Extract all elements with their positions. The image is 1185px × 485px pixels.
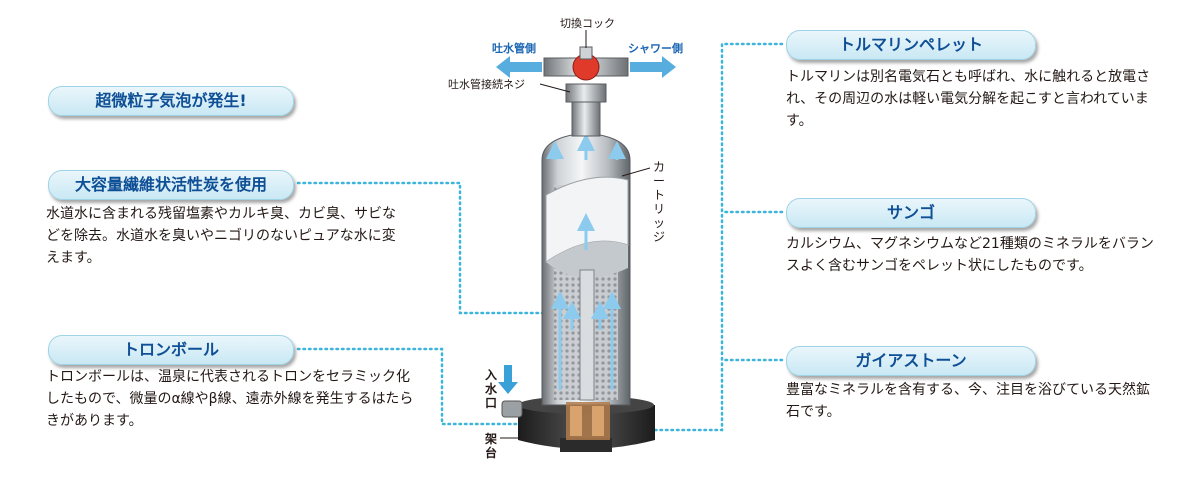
- feature-desc-gaia-stone: 豊富なミネラルを含有する、今、注目を浴びている天然鉱石です。: [786, 382, 1150, 420]
- feature-desc-activated-carbon: 水道水に含まれる残留塩素やカルキ臭、カビ臭、サビなどを除去。水道水を臭いやニゴリ…: [46, 206, 396, 266]
- feature-desc-tron-ball: トロンボールは、温泉に代表されるトロンをセラミック化したもので、微量のα線やβ線…: [46, 369, 414, 429]
- feature-title-activated-carbon: 大容量繊維状活性炭を使用: [48, 170, 294, 200]
- connector-activated-carbon: [296, 181, 560, 315]
- outlet-side-label: 吐水管側: [492, 42, 536, 55]
- feature-title-gaia-stone: ガイアストーン: [786, 346, 1036, 376]
- stand-label: 架台: [484, 432, 497, 460]
- feature-desc-tourmaline: トルマリンは別名電気石とも呼ばれ、水に触れると放電され、その周辺の水は軽い電気分…: [786, 69, 1151, 129]
- filter-cylinder: [541, 132, 631, 440]
- valve-assembly: [543, 46, 629, 137]
- inlet-label: 入水口: [484, 368, 497, 410]
- outlet-arrow-left: [496, 56, 542, 78]
- flow-arrows: [546, 133, 626, 390]
- feature-desc-coral: カルシウム、マグネシウムなど21種類のミネラルをバランスよく含むサンゴをペレット…: [786, 236, 1154, 274]
- feature-title-tourmaline: トルマリンペレット: [786, 30, 1036, 60]
- feature-title-tron-ball: トロンボール: [48, 335, 294, 365]
- switch-cock-label: 切換コック: [560, 17, 615, 30]
- inlet-arrow: [498, 365, 518, 394]
- leader-lines: [500, 30, 651, 439]
- connector-tron-ball: [296, 347, 522, 426]
- connector-tourmaline: [626, 42, 784, 432]
- outlet-arrow-right: [630, 56, 676, 78]
- feature-title-coral: サンゴ: [786, 198, 1036, 228]
- connector-lines: [296, 42, 784, 432]
- outlet-screw-label: 吐水管接続ネジ: [448, 78, 525, 91]
- shower-side-label: シャワー側: [628, 42, 683, 55]
- cartridge-label: カートリッジ: [652, 160, 665, 244]
- feature-title-microbubbles: 超微粒子気泡が発生!: [48, 86, 294, 116]
